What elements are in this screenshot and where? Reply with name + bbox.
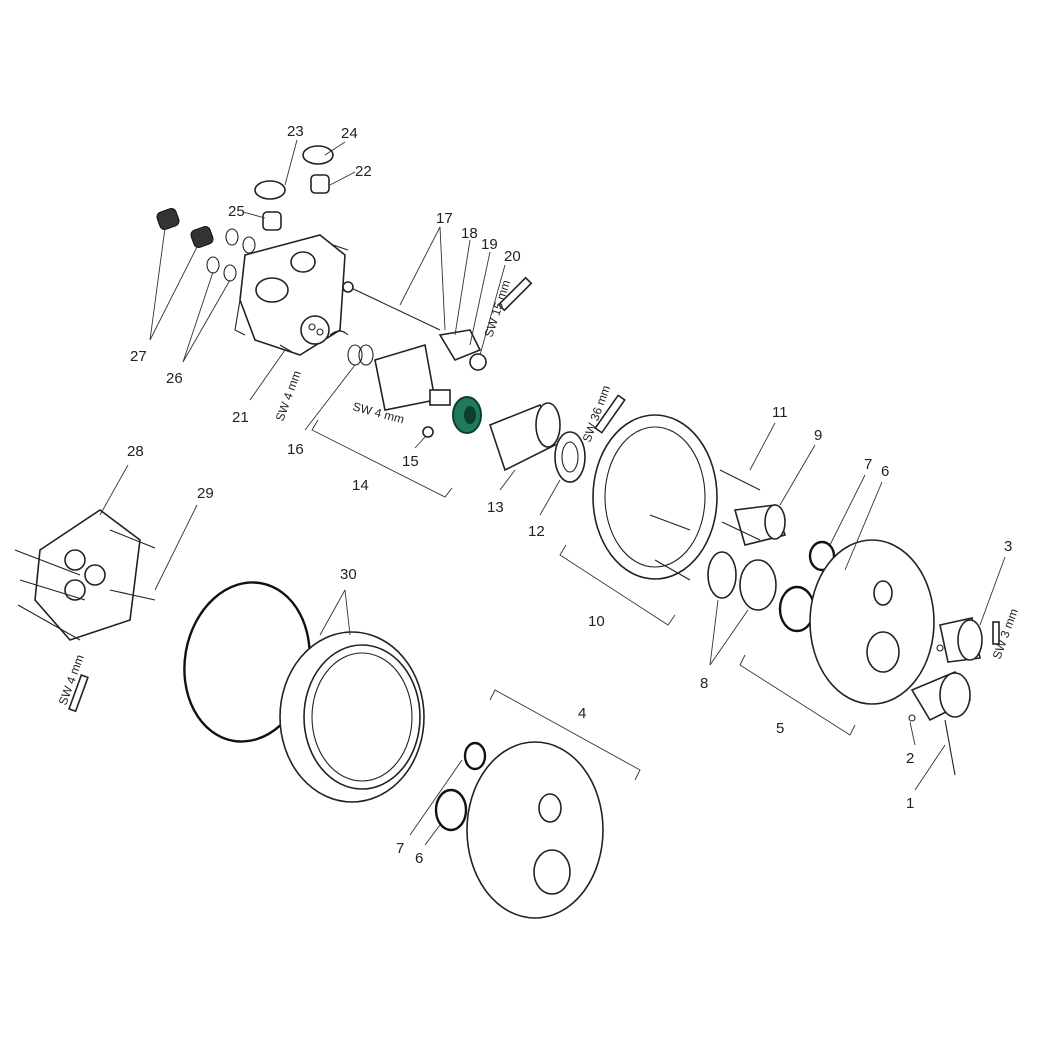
tool-label-sw4-cartridge: SW 4 mm (273, 369, 304, 423)
leader-lines (99, 139, 1006, 846)
handle-parts (908, 617, 1000, 776)
label-10: 10 (588, 613, 605, 630)
label-29: 29 (197, 485, 214, 502)
label-25: 25 (228, 203, 245, 220)
diverter-parts (707, 504, 836, 633)
label-14: 14 (352, 477, 369, 494)
extension-ring (279, 631, 425, 803)
escutcheon-front (434, 741, 604, 919)
label-7-right: 7 (864, 456, 872, 473)
caps-and-inserts (156, 145, 334, 282)
label-13: 13 (487, 499, 504, 516)
label-8: 8 (700, 675, 708, 692)
label-27: 27 (130, 348, 147, 365)
tool-label-sw15: SW 15 mm (482, 278, 514, 339)
label-18: 18 (461, 225, 478, 242)
label-20: 20 (504, 248, 521, 265)
mounting-plate (592, 414, 761, 581)
valve-body (234, 234, 346, 356)
label-22: 22 (355, 163, 372, 180)
label-2: 2 (906, 750, 914, 767)
label-30: 30 (340, 566, 357, 583)
label-28: 28 (127, 443, 144, 460)
label-9: 9 (814, 427, 822, 444)
box-assembly-left (14, 509, 156, 713)
label-1: 1 (906, 795, 914, 812)
label-15: 15 (402, 453, 419, 470)
label-3: 3 (1004, 538, 1012, 555)
label-6-right: 6 (881, 463, 889, 480)
label-19: 19 (481, 236, 498, 253)
label-23: 23 (287, 123, 304, 140)
sleeve-and-nut (489, 394, 626, 483)
label-6-left: 6 (415, 850, 423, 867)
label-26: 26 (166, 370, 183, 387)
escutcheon-rear (809, 539, 935, 705)
label-12: 12 (528, 523, 545, 540)
label-5: 5 (776, 720, 784, 737)
label-17: 17 (436, 210, 453, 227)
label-11: 11 (772, 404, 788, 421)
label-16: 16 (287, 441, 304, 458)
green-nut-highlight (452, 396, 482, 434)
label-21: 21 (232, 409, 249, 426)
spindle-and-screws (279, 244, 533, 371)
label-24: 24 (341, 125, 358, 142)
label-7-left: 7 (396, 840, 404, 857)
cartridge (347, 343, 451, 438)
label-4: 4 (578, 705, 586, 722)
part-labels: 23 24 22 25 17 18 19 20 27 26 21 16 15 1… (127, 123, 1012, 867)
